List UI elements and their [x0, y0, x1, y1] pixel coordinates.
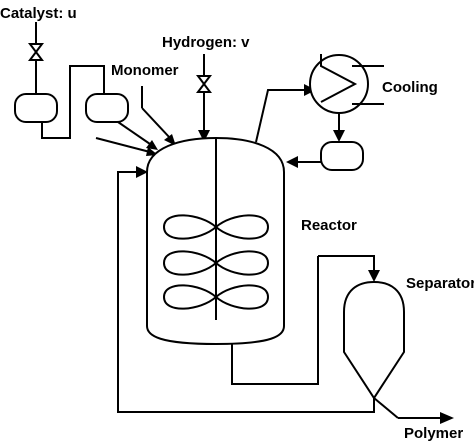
- monomer-drum-arrow-icon: [146, 140, 158, 150]
- separator-to-polymer-line-a: [373, 397, 399, 419]
- cooler-to-drum-arrow-icon: [333, 130, 345, 142]
- monomer-label: Monomer: [111, 62, 179, 79]
- agitator-blade-middle: [162, 250, 270, 276]
- recycle-loop-arrow-icon: [136, 166, 148, 178]
- recycle-loop-line: [117, 171, 375, 413]
- monomer-drum-to-reactor-line: [117, 121, 151, 145]
- heat-exchanger-coil: [320, 54, 358, 103]
- recycle-drum-icon: [320, 141, 364, 171]
- separator-label: Separator: [406, 275, 474, 292]
- agitator-blade-top: [162, 214, 270, 240]
- polymer-label: Polymer: [404, 425, 463, 442]
- catalyst-to-monomer-line: [41, 65, 105, 139]
- polymer-outlet-arrow-icon: [440, 412, 454, 424]
- separator-inlet-arrow-icon: [368, 270, 380, 282]
- monomer-drum-icon: [85, 93, 129, 123]
- cooling-label: Cooling: [382, 79, 438, 96]
- monomer-feed-line-b: [141, 107, 171, 139]
- agitator-blade-bottom: [162, 284, 270, 310]
- reactor-bottom-outlet-line: [231, 256, 319, 385]
- separator-vessel: [343, 280, 405, 400]
- drum-to-reactor-arrow-icon: [286, 156, 298, 168]
- catalyst-drum-icon: [14, 93, 58, 123]
- catalyst-valve-icon: [28, 43, 44, 61]
- catalyst-branch-line: [95, 137, 151, 153]
- hydrogen-arrow-icon: [198, 130, 210, 142]
- hydrogen-label: Hydrogen: v: [162, 34, 250, 51]
- reactor-label: Reactor: [301, 217, 357, 234]
- agitator-blades: [162, 214, 270, 310]
- reactor-to-cooler-line: [255, 89, 304, 143]
- catalyst-label: Catalyst: u: [0, 5, 77, 22]
- hydrogen-valve-icon: [196, 75, 212, 93]
- reactor-to-separator-top-line: [318, 255, 375, 270]
